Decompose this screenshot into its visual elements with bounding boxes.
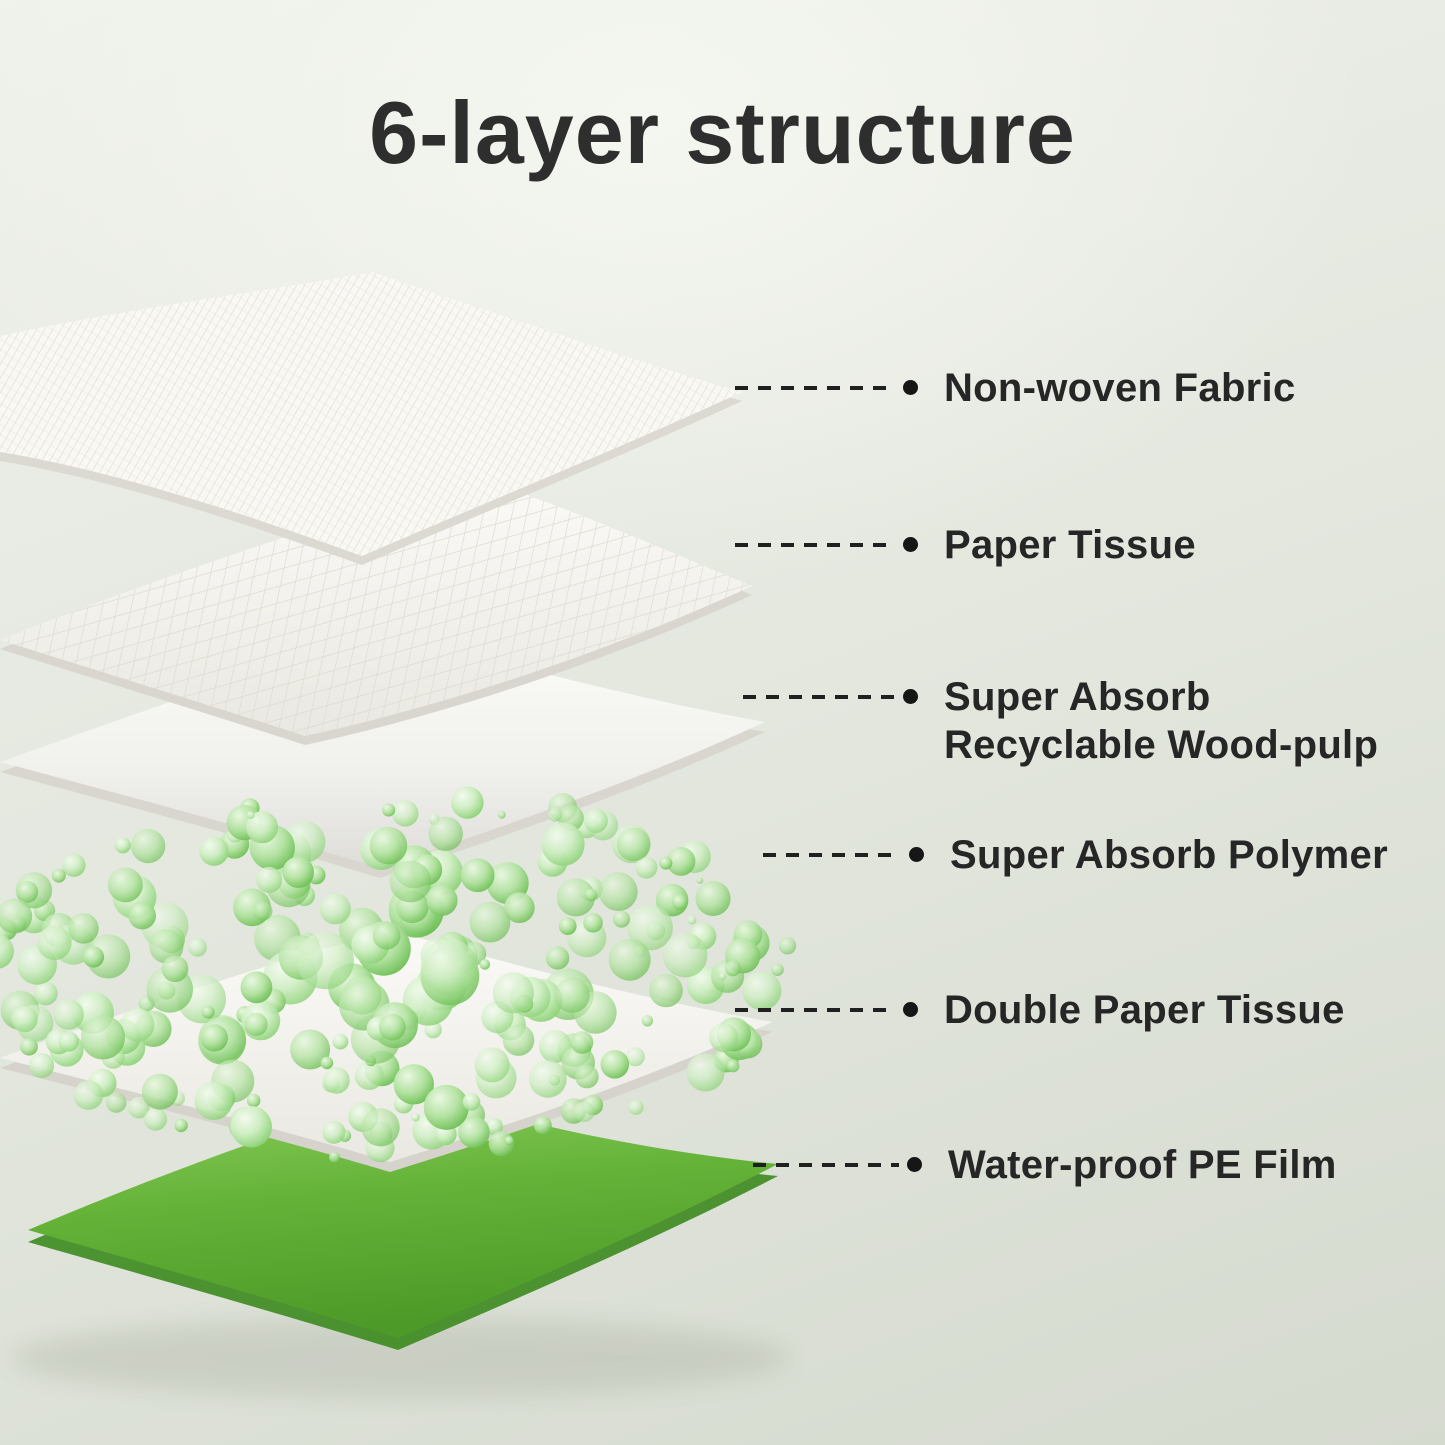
leader-line [753,1141,899,1189]
leader-line [735,986,895,1034]
leader-dot [907,1157,922,1172]
layer-label: Double Paper Tissue [944,988,1345,1032]
leader-dot [903,689,918,704]
stack-shadow [10,1318,790,1398]
leader-line [763,831,901,879]
layer-label: Water-proof PE Film [948,1143,1337,1187]
layer-non-woven-fabric-sheet [0,272,742,565]
leader-line [735,521,895,569]
page-title: 6-layer structure [369,83,1076,182]
leader-dot [903,380,918,395]
callout-wood-pulp: Super Absorb Recyclable Wood-pulp [743,673,1378,769]
callout-paper-tissue: Paper Tissue [735,521,1196,569]
leader-dot [909,847,924,862]
layer-label: Super Absorb Polymer [950,833,1388,877]
leader-dot [903,1002,918,1017]
callout-polymer: Super Absorb Polymer [763,831,1388,879]
callout-pe-film: Water-proof PE Film [753,1141,1337,1189]
leader-dot [903,537,918,552]
layer-label: Paper Tissue [944,523,1196,567]
leader-line [735,364,895,412]
layer-polymer-bubbles [0,786,797,1163]
callout-double-paper-tissue: Double Paper Tissue [735,986,1345,1034]
layer-label: Non-woven Fabric [944,366,1296,410]
layer-label: Super Absorb Recyclable Wood-pulp [944,675,1379,767]
leader-line [743,673,895,721]
callout-non-woven-fabric: Non-woven Fabric [735,364,1296,412]
